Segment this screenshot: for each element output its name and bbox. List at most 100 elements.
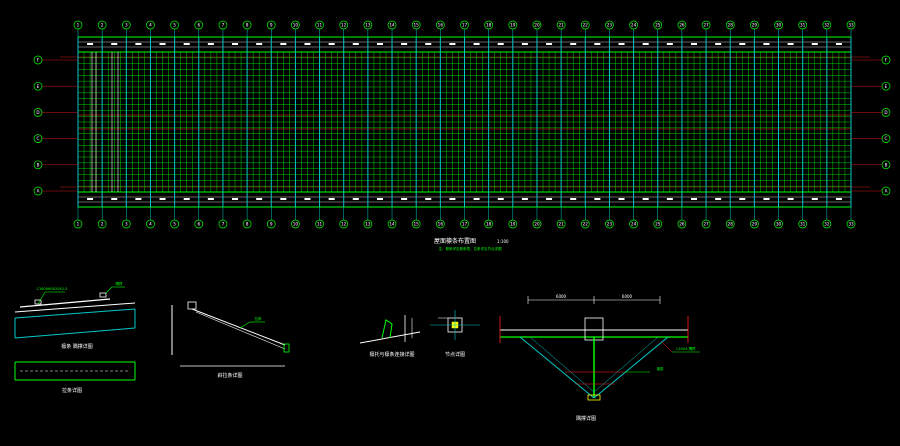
dimension-text-mark [304,198,311,200]
dimension-text-mark [835,198,842,200]
axis-bubble-label: 2 [101,222,104,227]
axis-bubble: 11 [315,20,324,30]
axis-bubble: B [881,160,891,170]
axis-bubble: 31 [798,20,808,30]
axis-bubble: 6 [194,20,204,30]
axis-bubble-label: 12 [341,222,347,227]
axis-bubble: 33 [846,20,856,30]
axis-bubble-label: 11 [317,23,323,28]
axis-bubble-label: 29 [752,23,758,28]
axis-bubble-label: 19 [510,222,516,227]
axis-bubble-label: 1 [77,23,80,28]
axis-bubble: 30 [774,20,783,30]
axis-bubble-label: 6 [197,222,200,227]
axis-bubble-label: 27 [703,23,709,28]
axis-bubble: 17 [460,219,469,229]
dimension-text-mark [159,43,166,45]
dimension-text-mark [570,43,577,45]
axis-bubble: E [881,81,891,91]
axis-bubble-label: 21 [558,23,564,28]
dimension-text-mark [207,198,214,200]
dimension-text-mark [787,43,794,45]
axis-bubble: 27 [701,219,711,229]
dimension-text-mark [256,198,263,200]
axis-bubble: 20 [532,20,542,30]
dimension-text-mark [232,198,239,200]
axis-bubble: 22 [580,219,590,229]
axis-bubble-label: 3 [125,23,128,28]
axis-bubble-label: B [37,162,40,167]
detail-4-title: 檩托与檩条连接详图 [369,351,414,358]
dimension-text-mark [425,198,432,200]
axis-bubble: D [33,108,43,117]
axis-bubble: 11 [315,219,324,229]
dimension-text-mark [473,198,480,200]
dimension-text-mark [159,198,166,200]
detail-2-title: 拉条详图 [62,387,82,394]
plan-note: 注：檩条详见檩条表，拉条详见节点详图 [439,246,502,251]
axis-bubble: C [881,134,891,143]
dimension-text-mark [546,198,553,200]
dimension-text-mark [135,198,142,200]
axis-bubble: 1 [73,20,83,30]
axis-bubble-label: 7 [222,222,225,227]
axis-bubble-label: 22 [583,222,589,227]
axis-bubble-label: 17 [462,23,468,28]
axis-bubble-label: 18 [486,23,492,28]
axis-bubble-label: C [885,136,888,141]
axis-bubble: 7 [218,20,228,30]
dimension-text-mark [521,198,528,200]
axis-bubble-label: E [885,84,888,89]
axis-bubble-label: 23 [607,222,613,227]
axis-bubble-label: 30 [776,222,782,227]
axis-bubble-label: 10 [293,23,299,28]
detail-purlin-knee-brace: C160X60X20X2.5 隅撑 檩条 隅撑详图 [14,281,136,350]
axis-bubble-label: 16 [438,222,444,227]
axis-bubble-label: 26 [679,222,685,227]
axis-bubble: 8 [242,219,252,229]
axis-bubble: 26 [677,219,687,229]
axis-bubble-label: C [37,136,40,141]
axis-bubble-label: 9 [270,23,273,28]
axis-bubble-label: D [36,110,39,115]
dimension-text-mark [87,198,94,200]
axis-bubble: 3 [121,20,131,30]
dimension-text-mark [618,43,625,45]
dimension-text-mark [618,198,625,200]
dimension-text-mark [666,43,673,45]
dimension-text-mark [521,43,528,45]
detail-1-note-1: C160X60X20X2.5 [37,287,68,291]
axis-bubble-label: 15 [414,23,420,28]
axis-bubble: 9 [266,20,276,30]
dimension-text-mark [642,43,649,45]
axis-bubble-label: 31 [800,222,806,227]
dimension-text-mark [449,198,456,200]
axis-bubble-label: 1 [77,222,80,227]
dimension-text-mark [304,43,311,45]
axis-bubble: E [33,81,43,91]
axis-bubble: 24 [629,20,638,30]
axis-bubble: 2 [97,219,107,229]
detail-6-note-2: 钢梁 [657,366,665,371]
axis-bubble-label: 30 [776,23,782,28]
detail-6-note-1: L50X4 隅撑 [676,346,696,351]
dimension-text-mark [352,43,359,45]
axis-bubble-label: 7 [222,23,225,28]
dimension-text-mark [570,198,577,200]
axis-bubble: 5 [170,20,179,30]
dimension-text-mark [135,43,142,45]
axis-bubble: 25 [653,20,663,30]
dimension-text-mark [763,198,770,200]
dimension-text-mark [207,43,214,45]
axis-bubble: 32 [822,20,832,30]
axis-bubble-label: 25 [655,222,661,227]
dimension-text-mark [449,43,456,45]
axis-bubble-label: 3 [125,222,128,227]
axis-bubble-label: B [885,162,888,167]
axis-bubble-label: 28 [728,222,734,227]
axis-bubble: 33 [846,219,856,229]
axis-bubble: 29 [750,20,759,30]
dimension-text-mark [497,198,504,200]
axis-bubble-label: 26 [679,23,685,28]
dimension-text-mark [690,43,697,45]
